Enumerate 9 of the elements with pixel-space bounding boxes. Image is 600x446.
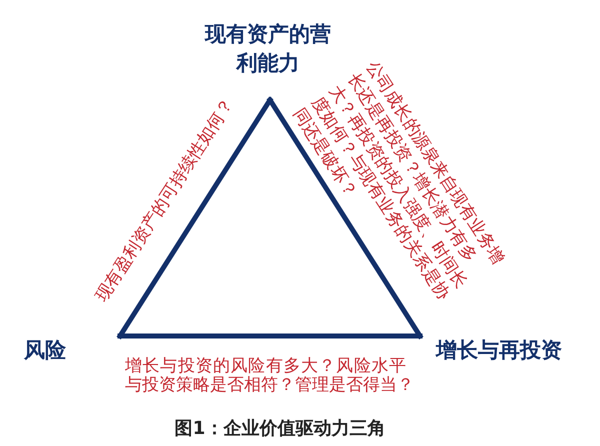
- caption: 图1：企业价值驱动力三角: [174, 418, 386, 440]
- corner-label: 风险: [24, 337, 66, 364]
- triangle-side: [118, 98, 272, 338]
- edge-label: 增长与投资的风险有多大？风险水平与投资策略是否相符？管理是否得当？: [125, 357, 415, 395]
- triangle-side: [118, 334, 422, 338]
- triangle-side: [268, 98, 422, 338]
- corner-label: 现有资产的营利能力: [204, 21, 332, 77]
- edge-label: 现有盈利资产的可持续性如何？: [90, 94, 240, 306]
- corner-label: 增长与再投资: [436, 337, 562, 364]
